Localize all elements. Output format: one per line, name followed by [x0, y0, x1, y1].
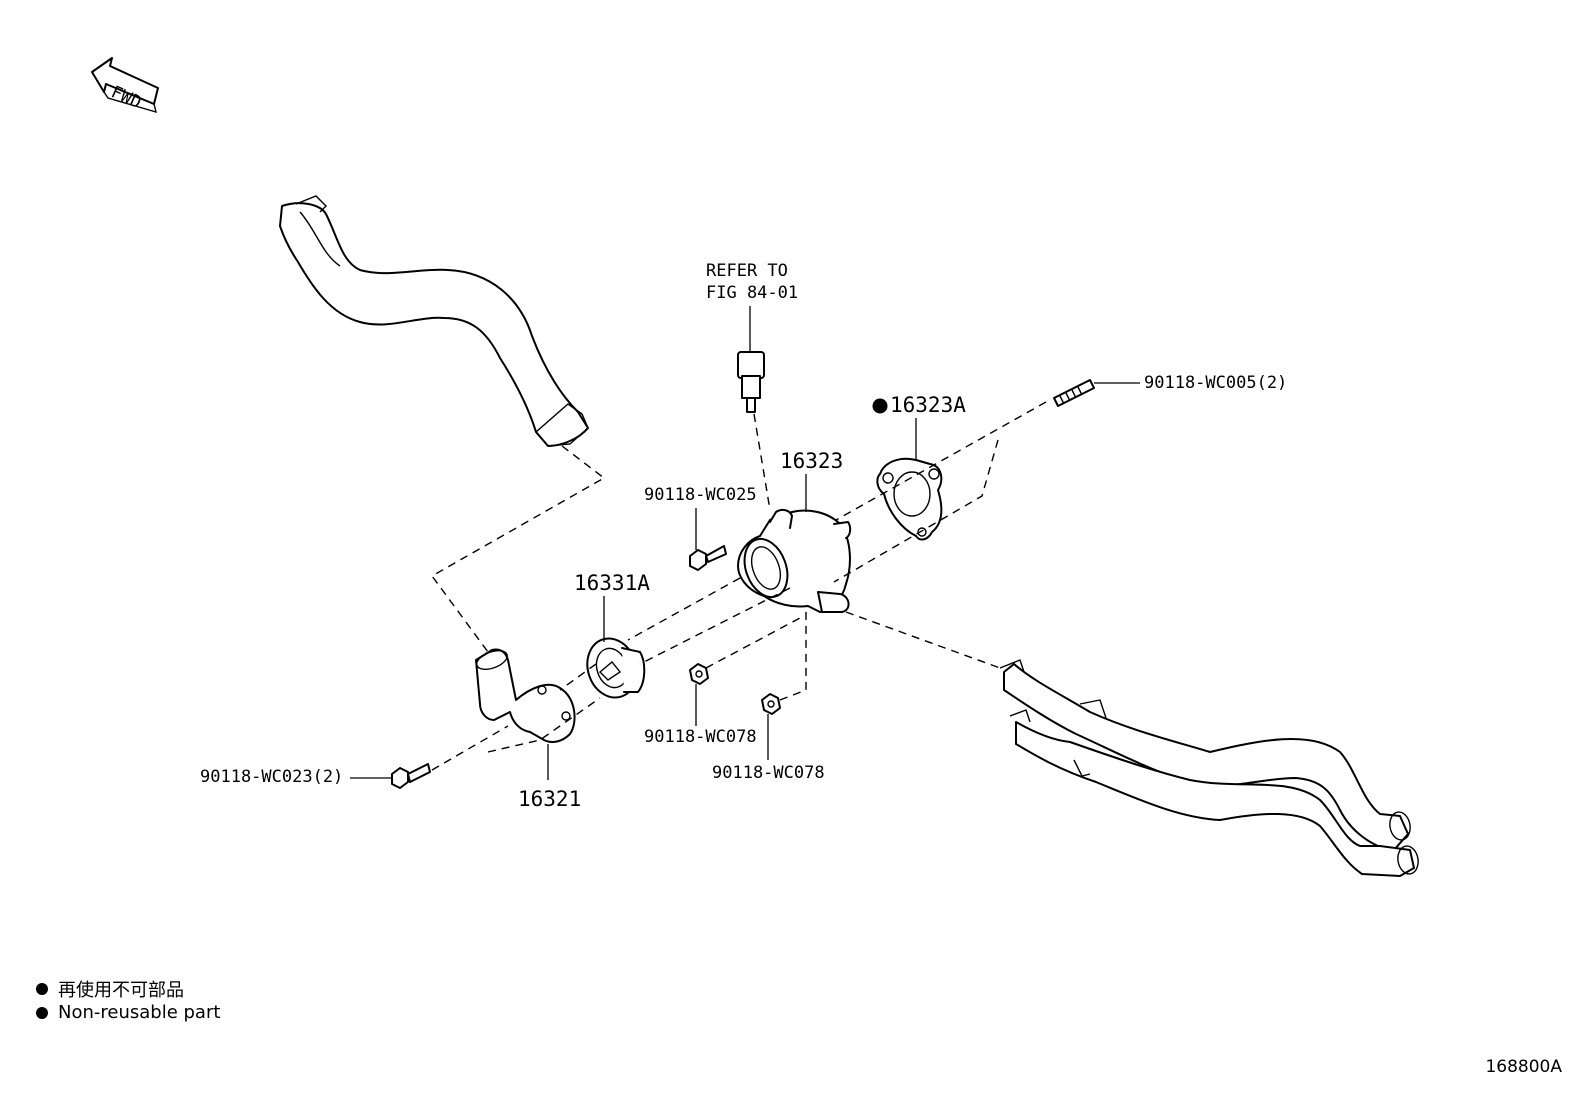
legend-jp-text: 再使用不可部品: [58, 980, 184, 1001]
figure-code: 168800A: [1485, 1057, 1562, 1077]
label-90118-wc025: 90118-WC025: [644, 485, 757, 505]
label-16321: 16321: [518, 787, 581, 811]
label-90118-wc005: 90118-WC005(2): [1144, 373, 1287, 393]
gasket-16323a: [876, 418, 943, 541]
bullet-icon: [36, 1006, 48, 1019]
bolt-wc025: [689, 508, 727, 571]
legend-en-text: Non-reusable part: [58, 1002, 221, 1023]
label-16331a: 16331A: [574, 571, 650, 595]
label-16323: 16323: [780, 449, 843, 473]
bolt-wc023: [350, 763, 431, 789]
water-outlet-16323: [737, 474, 852, 613]
water-inlet-16321: [475, 648, 576, 780]
refer-line2: FIG 84-01: [706, 283, 798, 303]
label-90118-wc023: 90118-WC023(2): [200, 767, 343, 787]
stud-bolt-wc005: [1053, 379, 1140, 407]
nut-wc078-b: [761, 693, 781, 760]
upper-hose: [279, 195, 589, 447]
assembly-lines: [430, 401, 1047, 771]
nut-wc078-a: [689, 663, 709, 726]
fwd-arrow-icon: FWD: [91, 57, 159, 113]
thermostat-16331a: [586, 596, 646, 699]
legend-jp: 再使用不可部品: [36, 976, 184, 1002]
temperature-sensor: [737, 306, 765, 413]
legend-en: Non-reusable part: [36, 1002, 220, 1023]
non-reusable-dot: [872, 398, 888, 414]
label-90118-wc078-a: 90118-WC078: [644, 727, 757, 747]
label-16323a: 16323A: [890, 393, 966, 417]
bypass-pipes: [999, 659, 1419, 877]
bullet-icon: [36, 983, 48, 995]
refer-line1: REFER TO: [706, 261, 788, 281]
label-90118-wc078-b: 90118-WC078: [712, 763, 825, 783]
